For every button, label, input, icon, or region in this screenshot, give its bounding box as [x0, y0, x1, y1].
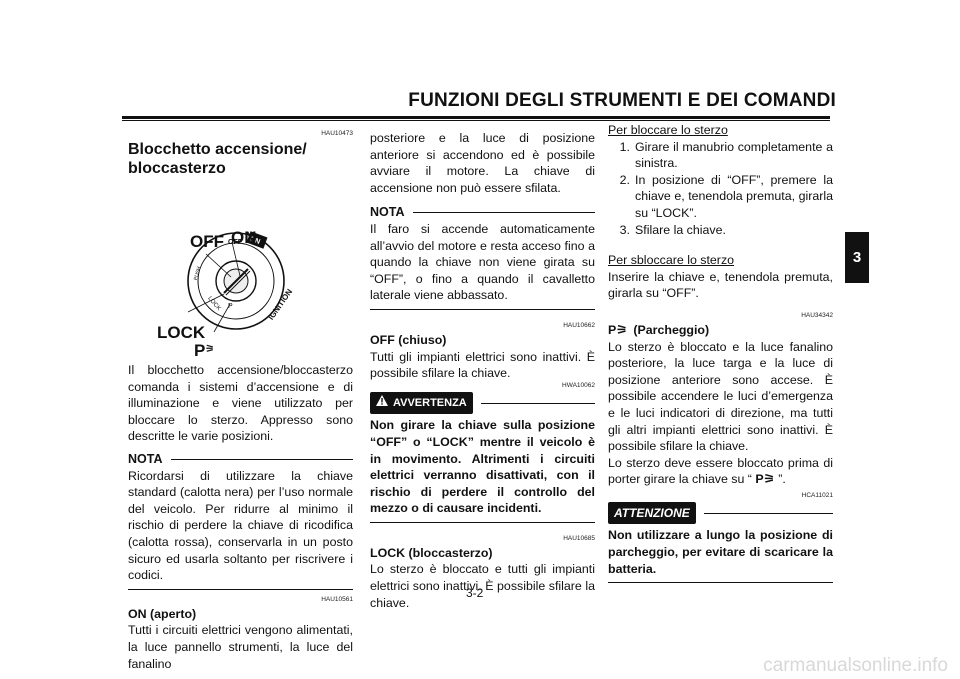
on-text-continued: posteriore e la luce di posizione anteri… [370, 131, 595, 195]
svg-text:OFF: OFF [228, 239, 243, 246]
ref-code: HWA10062 [562, 381, 595, 389]
lock-steps-list: 1.Girare il manubrio completamente a sin… [608, 139, 833, 239]
list-item: 1.Girare il manubrio completamente a sin… [619, 139, 833, 171]
column-3: Per bloccare lo sterzo 1.Girare il manub… [608, 122, 833, 589]
list-item: 3.Sfilare la chiave. [619, 222, 726, 237]
parking-label: P⚞ [194, 341, 215, 360]
on-label: ON [231, 228, 257, 247]
unlock-text: Inserire la chiave e, tenendola premuta,… [608, 269, 833, 301]
ref-code: HAU10662 [563, 321, 595, 329]
ignition-switch-diagram: ON OFF IGNITION LOCK P PUSH OFF ON LOCK … [128, 184, 353, 362]
lock-label: LOCK [157, 323, 206, 342]
parking-icon: P⚞ [751, 472, 779, 487]
off-label: OFF [190, 232, 224, 251]
watermark: carmanualsonline.info [763, 655, 948, 676]
svg-text:ON: ON [249, 236, 261, 246]
on-title: ON (aperto) [128, 606, 197, 621]
column-2: posteriore e la luce di posizione anteri… [370, 130, 595, 611]
ignition-switch-illustration: ON OFF IGNITION LOCK P PUSH [187, 231, 294, 333]
nota-heading: NOTA [128, 451, 353, 468]
chapter-tab: 3 [845, 232, 869, 283]
page-number: 3-2 [466, 586, 484, 600]
caution-label: ATTENZIONE [608, 501, 696, 525]
column-1: HAU10473 Blocchetto accensione/bloccaste… [128, 130, 353, 672]
lock-steering-heading: Per bloccare lo sterzo [608, 123, 728, 137]
warning-text: Non girare la chiave sulla posizione “OF… [370, 418, 595, 516]
warning-icon [376, 394, 388, 412]
ref-code: HAU34342 [801, 311, 833, 319]
warning-label: AVVERTENZA [370, 391, 473, 415]
svg-text:PUSH: PUSH [193, 266, 202, 281]
on-text: Tutti i circuiti elettrici vengono alime… [128, 623, 353, 671]
lock-text: Lo sterzo è bloccato e tutti gli impiant… [370, 562, 595, 610]
caution-end-rule [608, 582, 833, 584]
nota-heading: NOTA [370, 204, 595, 221]
parking-text: Lo sterzo è bloccato e la luce fanalino … [608, 339, 833, 454]
lock-title: LOCK (bloccasterzo) [370, 545, 493, 560]
svg-text:P: P [228, 303, 233, 310]
off-title: OFF (chiuso) [370, 332, 447, 347]
ref-code: HCA11021 [801, 491, 833, 499]
off-text: Tutti gli impianti elettrici sono inatti… [370, 349, 595, 381]
parking-icon: P⚞ [608, 322, 628, 337]
unlock-steering-heading: Per sbloccare lo sterzo [608, 253, 735, 268]
nota-text: Ricordarsi di utilizzare la chiave stand… [128, 468, 353, 583]
parking-title: P⚞(Parcheggio) [608, 322, 710, 337]
ref-code: HAU10685 [563, 534, 595, 542]
warning-heading: AVVERTENZA [370, 391, 595, 415]
parking-text-2: Lo sterzo deve essere bloccato prima di … [608, 455, 833, 487]
nota-end-rule [128, 588, 353, 590]
intro-text: Il blocchetto accensione/bloccasterzo co… [128, 363, 353, 444]
ref-code: HAU10473 [321, 130, 353, 137]
warning-end-rule [370, 521, 595, 523]
header-rule [122, 116, 830, 121]
page-title: FUNZIONI DEGLI STRUMENTI E DEI COMANDI [408, 90, 836, 111]
caution-heading: ATTENZIONE [608, 501, 833, 525]
nota-end-rule [370, 308, 595, 310]
ref-code: HAU10561 [321, 595, 353, 603]
nota-text: Il faro si accende automaticamente all’a… [370, 221, 595, 303]
caution-text: Non utilizzare a lungo la posizione di p… [608, 528, 833, 576]
section-title: Blocchetto accensione/bloccasterzo [128, 141, 307, 177]
list-item: 2.In posizione di “OFF”, premere la chia… [619, 172, 833, 220]
